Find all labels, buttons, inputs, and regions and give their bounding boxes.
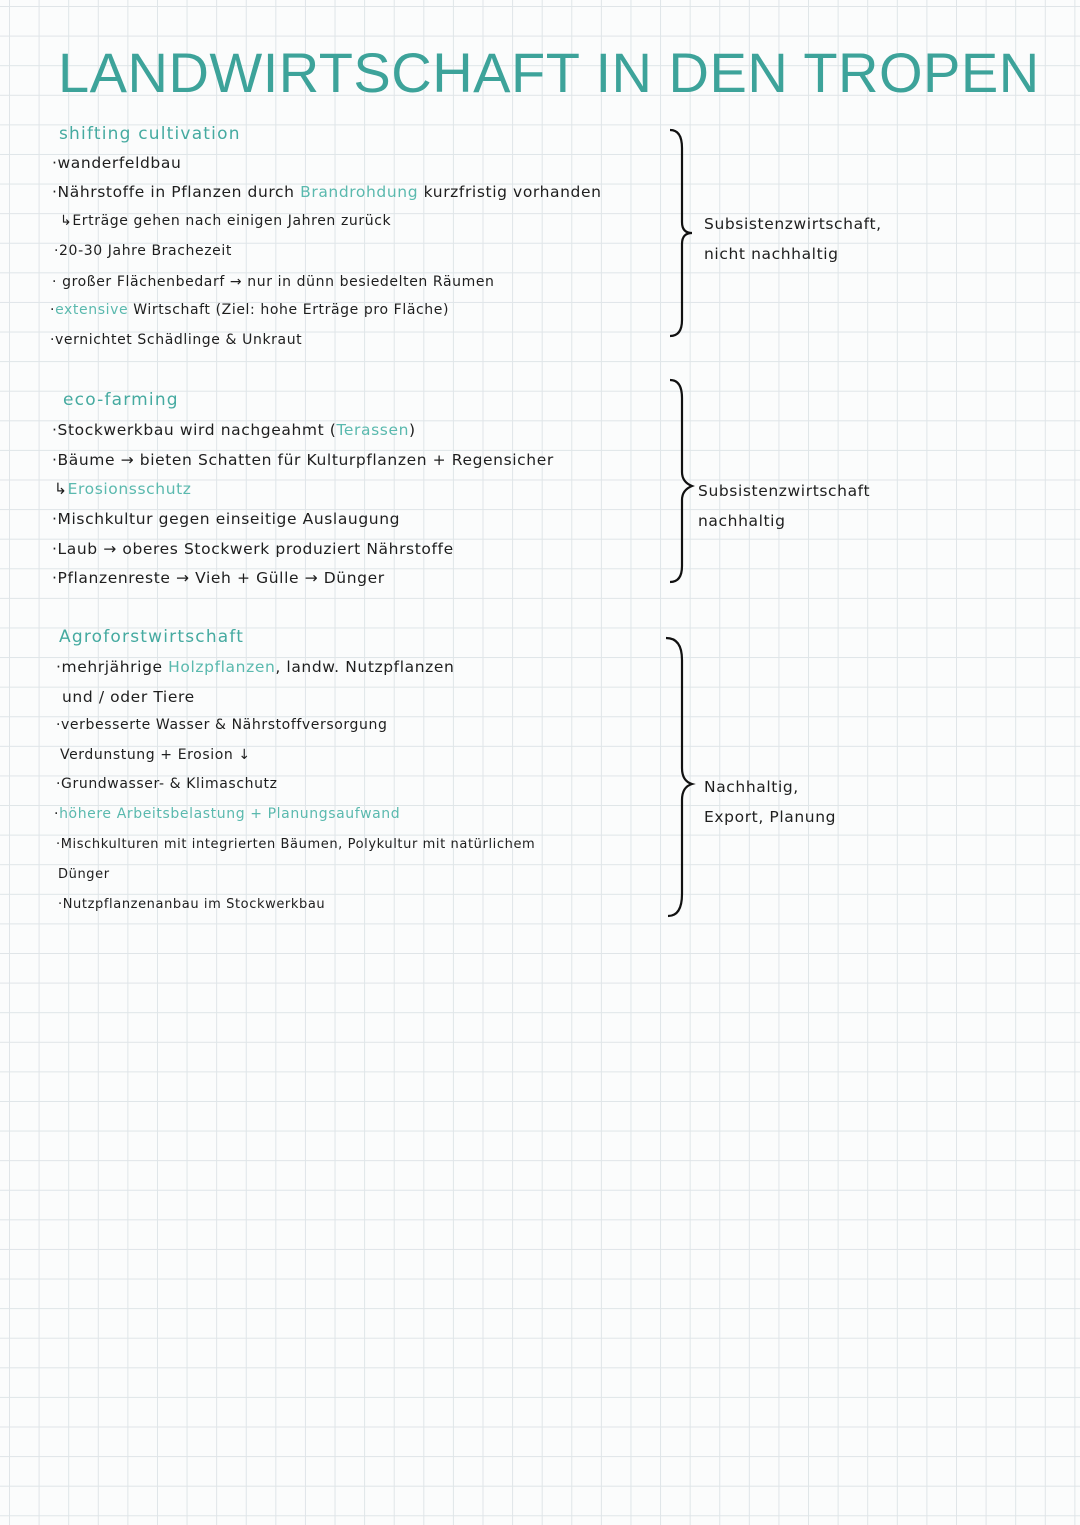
note-text: · großer Flächenbedarf → nur in dünn bes… [52, 274, 495, 290]
side-note: Nachhaltig, Export, Planung [704, 772, 836, 832]
note-text: · [54, 806, 60, 822]
note-text: Verdunstung + Erosion ↓ [60, 747, 251, 763]
note-text: Wirtschaft (Ziel: hohe Erträge pro Fläch… [128, 302, 450, 318]
section-heading: Agroforstwirtschaft [59, 627, 245, 647]
note-text: ·Mischkultur gegen einseitige Auslaugung [52, 510, 401, 528]
note-line: ·Nutzpflanzenanbau im Stockwerkbau [58, 897, 325, 912]
note-line: ·Nährstoffe in Pflanzen durch Brandrohdu… [52, 183, 602, 201]
note-text: ·vernichtet Schädlinge & Unkraut [50, 332, 303, 348]
highlighted-text: Erosionsschutz [67, 480, 192, 498]
note-line: ·vernichtet Schädlinge & Unkraut [50, 332, 302, 348]
note-text: ·Pflanzenreste → Vieh + Gülle → Dünger [52, 569, 385, 587]
note-line: ·mehrjährige Holzpflanzen, landw. Nutzpf… [56, 658, 454, 676]
note-line: Dünger [58, 867, 110, 882]
note-line: ·extensive Wirtschaft (Ziel: hohe Erträg… [50, 302, 449, 318]
side-note: Subsistenzwirtschaft, nicht nachhaltig [704, 209, 882, 269]
highlighted-text: höhere Arbeitsbelastung + Planungsaufwan… [59, 806, 401, 822]
note-line: Verdunstung + Erosion ↓ [60, 747, 251, 763]
curly-brace [666, 378, 706, 584]
note-text: ↳Erträge gehen nach einigen Jahren zurüc… [60, 213, 392, 229]
side-note-line: nachhaltig [698, 512, 786, 530]
note-line: ↳Erosionsschutz [54, 480, 192, 498]
note-line: ·Pflanzenreste → Vieh + Gülle → Dünger [52, 569, 385, 587]
note-text: ·Mischkulturen mit integrierten Bäumen, … [56, 837, 536, 852]
note-text: ) [409, 421, 416, 439]
note-text: ·Bäume → bieten Schatten für Kulturpflan… [52, 451, 554, 469]
note-text: kurzfristig vorhanden [418, 183, 602, 201]
note-text: ·Grundwasser- & Klimaschutz [56, 776, 278, 792]
note-line: ·höhere Arbeitsbelastung + Planungsaufwa… [54, 806, 400, 822]
note-line: ·Stockwerkbau wird nachgeahmt (Terassen) [52, 421, 416, 439]
curly-brace [662, 636, 702, 918]
side-note-line: Nachhaltig, [704, 778, 799, 796]
note-text: Dünger [58, 867, 110, 882]
highlighted-text: Terassen [336, 421, 410, 439]
note-text: ·wanderfeldbau [52, 154, 182, 172]
note-line: ↳Erträge gehen nach einigen Jahren zurüc… [60, 213, 391, 229]
note-text: und / oder Tiere [62, 688, 195, 706]
note-text: ·20-30 Jahre Brachezeit [54, 243, 232, 259]
side-note: Subsistenzwirtschaft nachhaltig [698, 476, 870, 536]
note-line: ·Mischkulturen mit integrierten Bäumen, … [56, 837, 535, 852]
note-text: ·Nutzpflanzenanbau im Stockwerkbau [58, 897, 326, 912]
note-line: ·20-30 Jahre Brachezeit [54, 243, 232, 259]
highlighted-text: Holzpflanzen [168, 658, 276, 676]
highlighted-text: Brandrohdung [300, 183, 419, 201]
note-line: und / oder Tiere [62, 688, 195, 706]
note-line: ·Bäume → bieten Schatten für Kulturpflan… [52, 451, 554, 469]
section-heading: shifting cultivation [59, 124, 241, 144]
side-note-line: Subsistenzwirtschaft [698, 482, 871, 500]
note-line: ·Laub → oberes Stockwerk produziert Nähr… [52, 540, 454, 558]
note-text: ·Nährstoffe in Pflanzen durch [52, 183, 301, 201]
note-line: ·verbesserte Wasser & Nährstoffversorgun… [56, 717, 387, 733]
highlighted-text: extensive [55, 302, 129, 318]
note-line: ·wanderfeldbau [52, 154, 181, 172]
note-text: ·Stockwerkbau wird nachgeahmt ( [52, 421, 337, 439]
note-text: ·Laub → oberes Stockwerk produziert Nähr… [52, 540, 454, 558]
note-text: ↳ [54, 480, 68, 498]
page-title: LANDWIRTSCHAFT IN DEN TROPEN [58, 41, 1040, 104]
note-line: ·Grundwasser- & Klimaschutz [56, 776, 278, 792]
side-note-line: Subsistenzwirtschaft, [704, 215, 882, 233]
note-line: · großer Flächenbedarf → nur in dünn bes… [52, 274, 495, 290]
section-heading: eco-farming [63, 390, 179, 410]
side-note-line: Export, Planung [704, 808, 837, 826]
note-text: · [50, 302, 56, 318]
note-text: , landw. Nutzpflanzen [275, 658, 455, 676]
curly-brace [666, 128, 706, 338]
note-text: ·mehrjährige [56, 658, 169, 676]
note-text: ·verbesserte Wasser & Nährstoffversorgun… [56, 717, 388, 733]
note-line: ·Mischkultur gegen einseitige Auslaugung [52, 510, 400, 528]
side-note-line: nicht nachhaltig [704, 245, 839, 263]
